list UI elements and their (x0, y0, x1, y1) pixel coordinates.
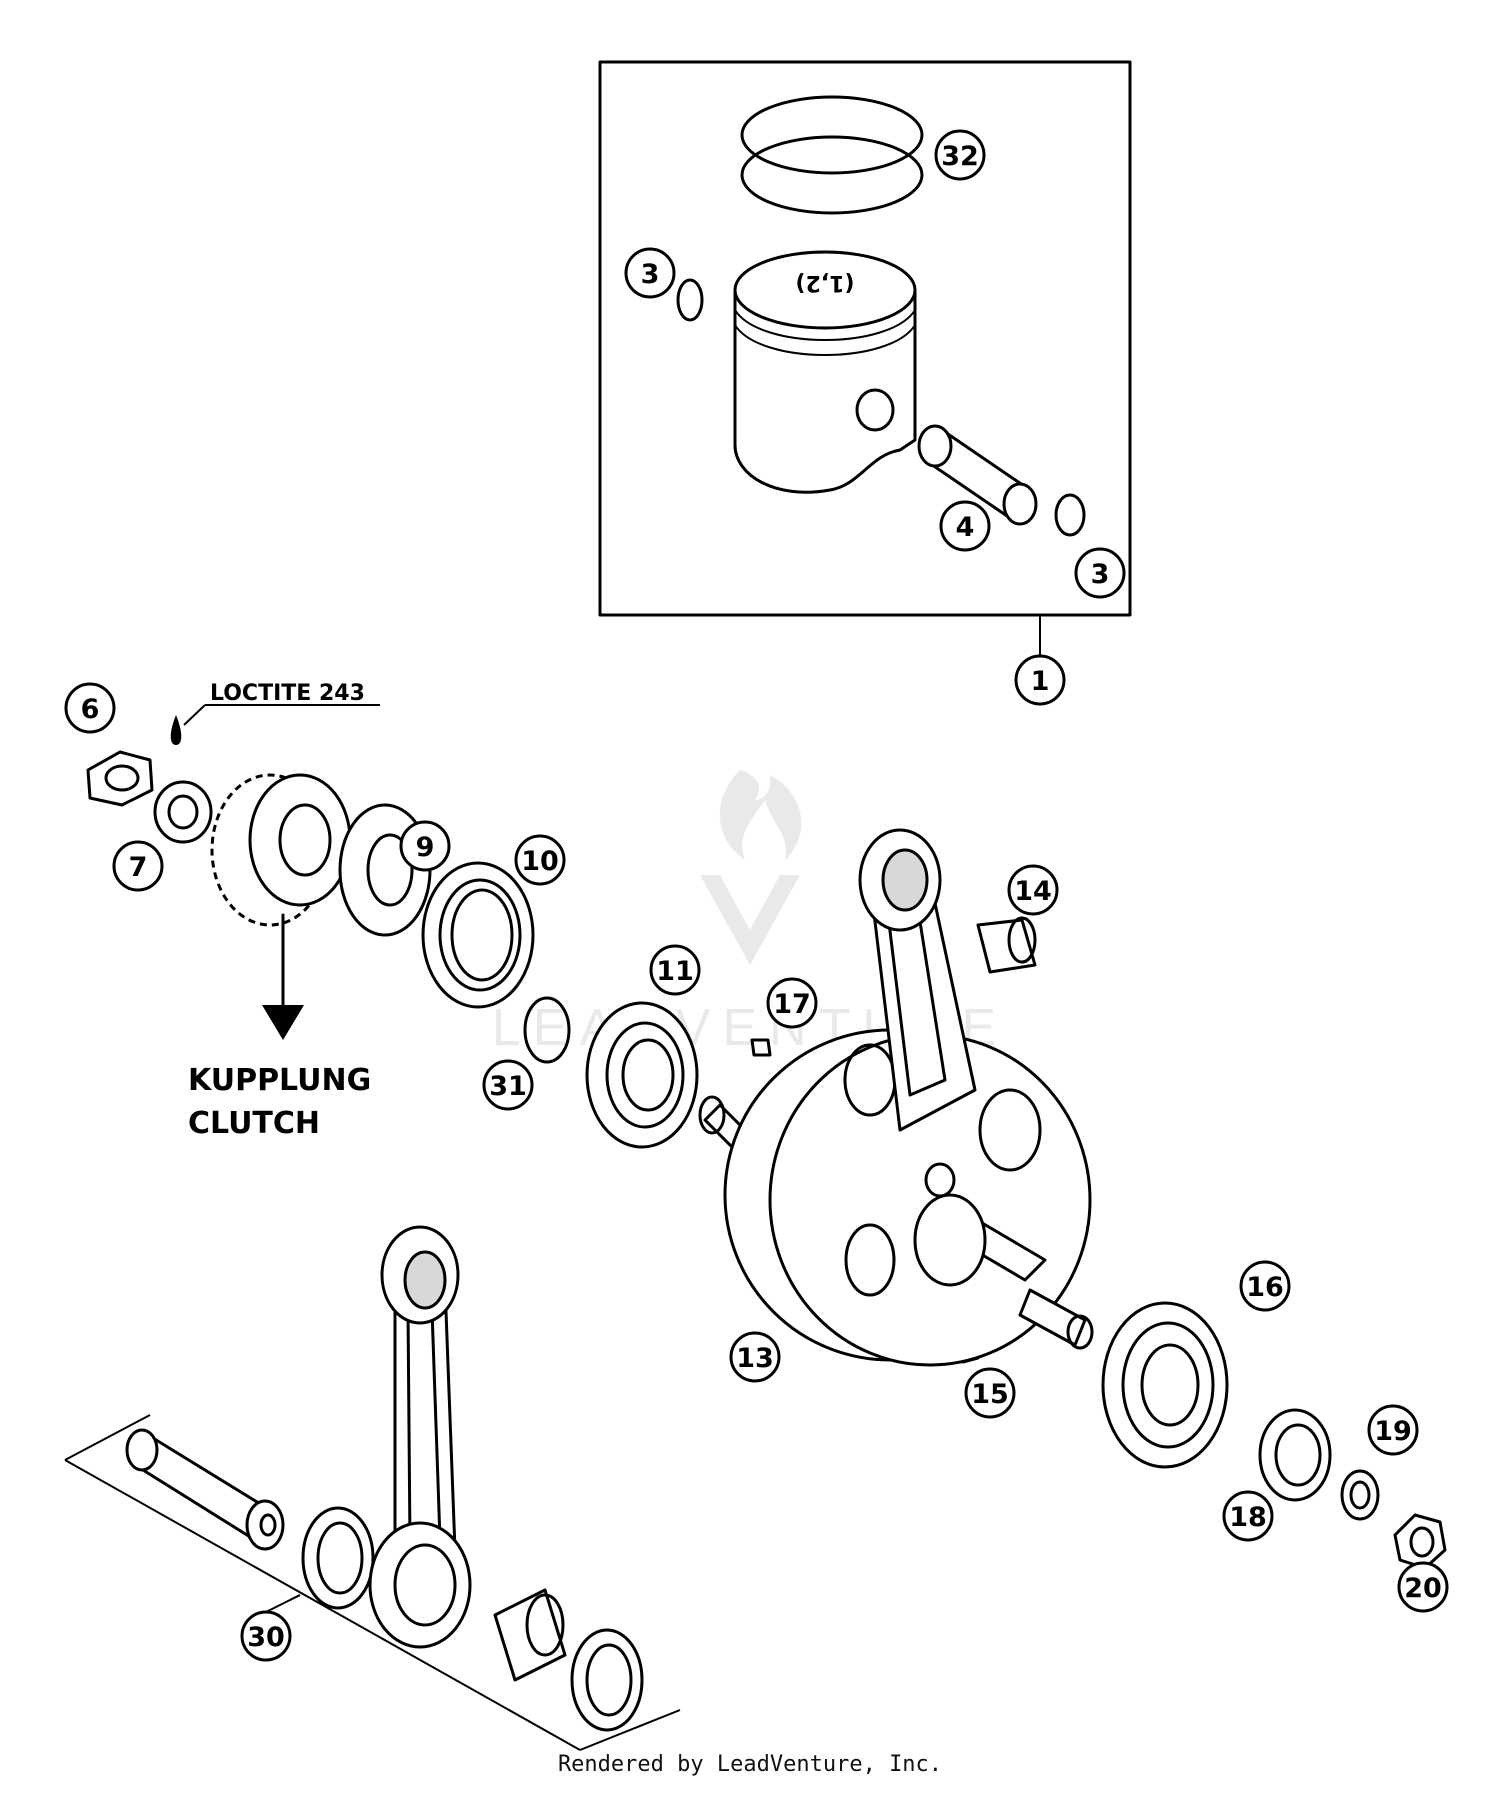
circlip-left (676, 278, 704, 322)
callout-13: 13 (729, 1331, 781, 1383)
svg-text:11: 11 (656, 956, 694, 987)
bearing-11 (585, 1001, 699, 1149)
callout-31: 31 (482, 1059, 534, 1111)
callout-6: 6 (64, 682, 116, 734)
callout-3-right: 3 (1074, 547, 1126, 599)
seal-18 (1258, 1408, 1332, 1502)
svg-text:16: 16 (1246, 1272, 1284, 1303)
woodruff-key-17 (750, 1038, 772, 1057)
needle-bearing-14 (976, 916, 1037, 974)
conrod-kit-washer-lower (570, 1628, 644, 1732)
svg-text:1: 1 (1031, 666, 1050, 697)
piston-pin (917, 424, 1038, 526)
callout-10: 10 (514, 834, 566, 886)
callout-14: 14 (1007, 864, 1059, 916)
svg-text:4: 4 (956, 512, 975, 543)
loctite-drop (170, 715, 182, 745)
svg-text:18: 18 (1229, 1502, 1267, 1533)
svg-text:3: 3 (1091, 559, 1110, 590)
oil-seal-10 (421, 861, 535, 1009)
callout-30: 30 (240, 1610, 292, 1662)
callout-19: 19 (1367, 1404, 1419, 1456)
leader-30 (289, 1594, 301, 1601)
callout-18: 18 (1222, 1490, 1274, 1542)
svg-text:32: 32 (941, 141, 979, 172)
svg-text:30: 30 (247, 1622, 285, 1653)
svg-text:19: 19 (1374, 1416, 1412, 1447)
washer-19 (1340, 1469, 1380, 1521)
svg-text:6: 6 (81, 694, 100, 725)
callout-32: 32 (934, 129, 986, 181)
piston-mark: (1,2) (795, 270, 854, 295)
svg-text:13: 13 (736, 1343, 774, 1374)
svg-text:31: 31 (489, 1071, 527, 1102)
conrod-kit-pin (125, 1428, 285, 1551)
crank-nut-right (1393, 1513, 1447, 1570)
bearing-16 (1101, 1301, 1229, 1469)
conrod-kit-needle-bearing (493, 1588, 567, 1682)
piston-rings (740, 95, 924, 215)
clutch-arrow (262, 913, 304, 1040)
callout-3-left: 3 (624, 247, 676, 299)
svg-text:7: 7 (129, 852, 148, 883)
conrod-kit-washer-upper (301, 1506, 375, 1610)
callout-20: 20 (1397, 1561, 1449, 1613)
crank-nut-left (86, 750, 154, 807)
callout-17: 17 (766, 977, 818, 1029)
clutch-label: CLUTCH (188, 1106, 320, 1141)
piston-kit-frame (598, 60, 1132, 617)
footer-credit: Rendered by LeadVenture, Inc. (557, 1752, 943, 1777)
svg-text:9: 9 (416, 832, 435, 863)
svg-text:15: 15 (971, 1379, 1009, 1410)
loctite-label: LOCTITE 243 (210, 681, 365, 706)
circlip-right (1054, 493, 1086, 537)
loctite-leader (183, 704, 206, 726)
callout-11: 11 (649, 944, 701, 996)
callout-9: 9 (399, 820, 451, 872)
callout-7: 7 (112, 840, 164, 892)
svg-text:3: 3 (641, 259, 660, 290)
svg-text:20: 20 (1404, 1573, 1442, 1604)
piston: (1,2) (733, 250, 917, 494)
callout-15: 15 (964, 1367, 1016, 1419)
callout-16: 16 (1239, 1260, 1291, 1312)
primary-gear (210, 773, 352, 927)
svg-text:17: 17 (773, 989, 811, 1020)
o-ring-31 (523, 996, 571, 1064)
svg-text:10: 10 (521, 846, 559, 877)
conrod-kit-rod (368, 1225, 472, 1649)
crankshaft (698, 828, 1094, 1367)
svg-text:14: 14 (1014, 876, 1052, 907)
washer-left (153, 780, 213, 844)
kupplung-label: KUPPLUNG (188, 1063, 371, 1098)
callout-4: 4 (939, 500, 991, 552)
callout-1: 1 (1014, 654, 1066, 706)
